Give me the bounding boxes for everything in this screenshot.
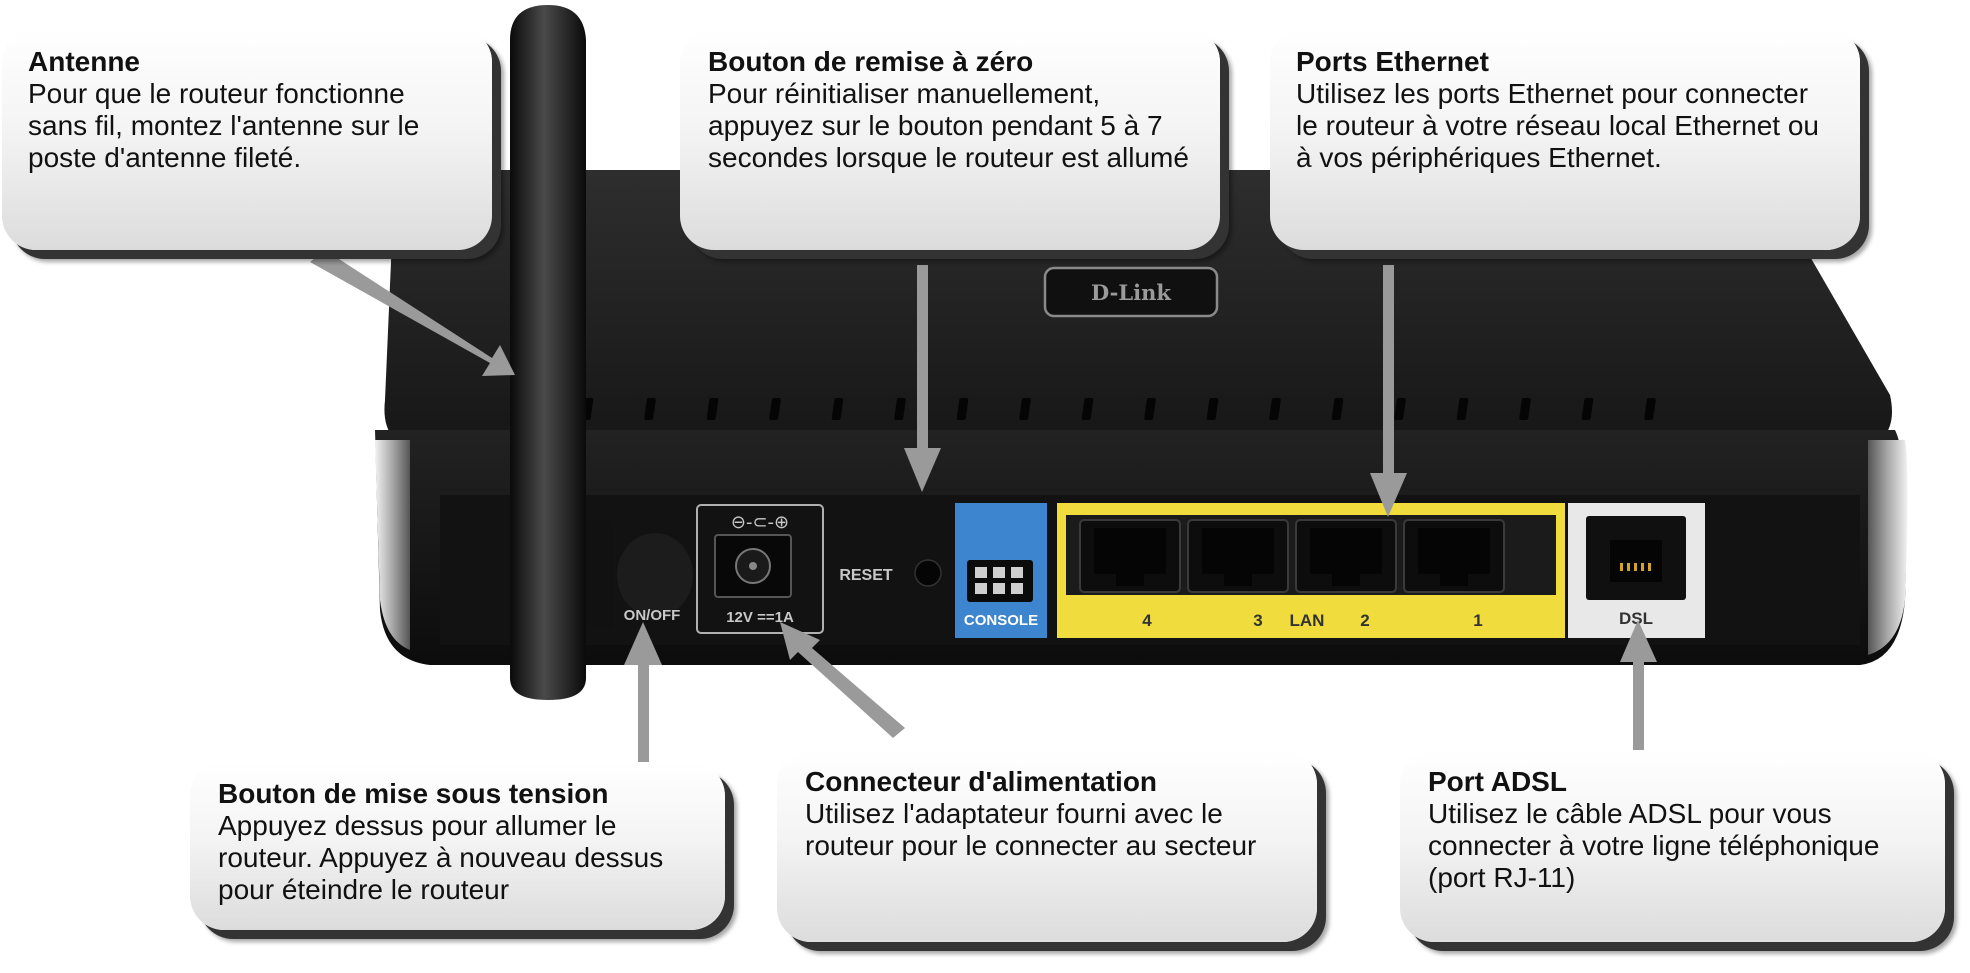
vent-slot — [1019, 398, 1031, 420]
router-right-trim — [1868, 440, 1908, 655]
console-pin — [975, 583, 987, 594]
lan-port-number: 4 — [1142, 611, 1152, 630]
power-polarity-symbols: ⊖-⊂-⊕ — [731, 512, 789, 533]
console-pin — [1011, 583, 1023, 594]
adsl-arrow-head — [1620, 620, 1657, 662]
console-pin — [975, 567, 987, 578]
lan-port-4: 4 — [1079, 519, 1181, 630]
vent-slot — [831, 398, 844, 420]
lan-port-number: 1 — [1473, 611, 1482, 630]
power-button-callout-body: Appuyez dessus pour allumer le routeur. … — [218, 810, 664, 905]
power-connector-callout-title: Connecteur d'alimentation — [805, 766, 1158, 797]
lan-port-3: 3 — [1187, 519, 1289, 630]
console-pins — [975, 567, 1023, 594]
power-connector-arrow — [780, 622, 905, 738]
lan-ports: 4 3 2 1 — [1079, 519, 1505, 630]
reset-label: RESET — [839, 567, 893, 584]
console-pin — [993, 583, 1005, 594]
antenna-callout-body: Pour que le routeur fonctionne sans fil,… — [28, 78, 420, 173]
antenna — [510, 5, 586, 700]
console-label: CONSOLE — [964, 612, 1038, 629]
power-connector-callout: Connecteur d'alimentation Utilisez l'ada… — [777, 750, 1317, 942]
reset-callout-title: Bouton de remise à zéro — [708, 46, 1034, 77]
vent-slot — [1206, 398, 1219, 420]
lan-port-number: 3 — [1253, 611, 1262, 630]
vent-slot — [769, 398, 781, 420]
vent-slot — [1394, 398, 1406, 420]
vent-slot — [1331, 398, 1344, 420]
adsl-arrow-shaft — [1633, 658, 1644, 750]
on-off-label: ON/OFF — [624, 607, 681, 624]
ethernet-callout-body: Utilisez les ports Ethernet pour connect… — [1296, 78, 1819, 173]
vent-slot — [894, 398, 906, 420]
power-button — [617, 533, 693, 617]
power-rating-label: 12V ==1A — [726, 609, 794, 626]
console-pin — [993, 567, 1005, 578]
lan-port-1: 1 — [1403, 519, 1505, 630]
adsl-callout: Port ADSL Utilisez le câble ADSL pour vo… — [1400, 750, 1945, 942]
vent-slot — [706, 398, 719, 420]
reset-callout-body: Pour réinitialiser manuellement, appuyez… — [708, 78, 1189, 173]
brand-text: D-Link — [1091, 280, 1171, 305]
ethernet-arrow-head — [1370, 473, 1407, 517]
vent-slot — [1456, 398, 1469, 420]
ethernet-arrow-shaft — [1383, 265, 1394, 475]
antenna-arrow — [310, 250, 515, 376]
adsl-callout-title: Port ADSL — [1428, 766, 1567, 797]
power-connector-callout-body: Utilisez l'adaptateur fourni avec le rou… — [805, 798, 1257, 861]
vent-slot — [1144, 398, 1156, 420]
vent-slot — [1644, 398, 1656, 420]
vent-slot — [644, 398, 656, 420]
dsl-label: DSL — [1619, 609, 1653, 628]
router-left-trim — [375, 440, 410, 650]
lan-port-2: 2 — [1295, 519, 1397, 630]
power-button-arrow-shaft — [638, 662, 649, 762]
lan-label: LAN — [1290, 611, 1325, 630]
power-connector-bracket — [696, 504, 824, 634]
console-pin — [1011, 567, 1023, 578]
antenna-callout: Antenne Pour que le routeur fonctionne s… — [2, 28, 492, 250]
callout-arrows — [310, 250, 1657, 762]
adsl-callout-body: Utilisez le câble ADSL pour vous connect… — [1428, 798, 1880, 893]
ethernet-callout-title: Ports Ethernet — [1296, 46, 1489, 77]
reset-callout: Bouton de remise à zéro Pour réinitialis… — [680, 28, 1220, 250]
vent-slot — [956, 398, 969, 420]
ethernet-callout: Ports Ethernet Utilisez les ports Ethern… — [1270, 28, 1860, 250]
power-button-callout: Bouton de mise sous tension Appuyez dess… — [190, 762, 725, 930]
antenna-callout-title: Antenne — [28, 46, 140, 77]
console-port — [967, 560, 1033, 602]
vent-slot — [1519, 398, 1531, 420]
vent-slot — [1269, 398, 1281, 420]
reset-hole — [914, 559, 942, 587]
power-button-callout-title: Bouton de mise sous tension — [218, 778, 609, 809]
reset-arrow-shaft — [917, 265, 928, 450]
lan-port-number: 2 — [1360, 611, 1369, 630]
power-button-arrow-head — [624, 622, 662, 665]
vent-slot — [1081, 398, 1094, 420]
reset-arrow-head — [904, 448, 941, 492]
vent-slot — [1581, 398, 1594, 420]
brand-badge — [1043, 266, 1219, 318]
